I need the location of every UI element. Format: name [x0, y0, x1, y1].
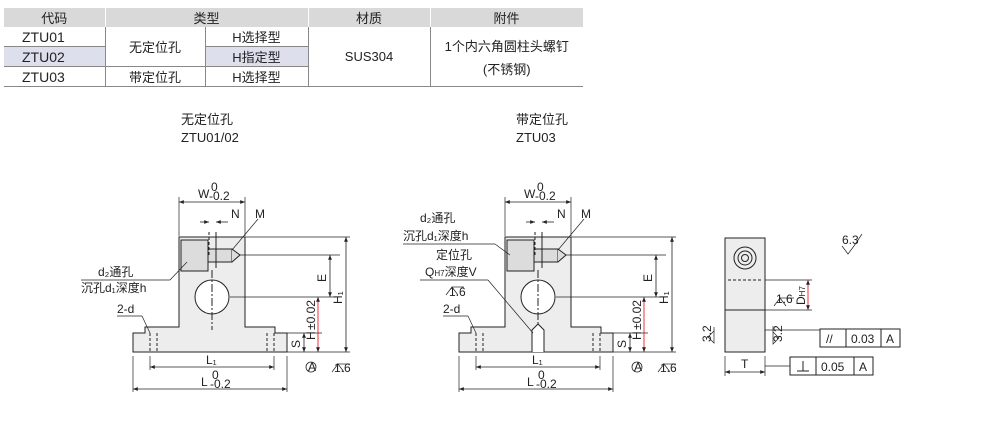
roughness: 1.6	[334, 361, 351, 375]
perpendicular-tolerance: 0.05	[821, 360, 845, 374]
svg-text:1.6: 1.6	[449, 285, 466, 299]
svg-text:H₁: H₁	[657, 291, 671, 304]
right-locating-hole	[531, 323, 545, 352]
svg-text:d₂通孔: d₂通孔	[420, 211, 455, 225]
table-row: ZTU01 无定位孔 H选择型 SUS304 1个内六角圆柱头螺钉 (不锈钢)	[4, 27, 583, 87]
svg-text:E: E	[641, 274, 655, 282]
subtype-cell: H选择型	[204, 66, 308, 87]
label-D: DH7	[794, 286, 808, 305]
svg-text:L₁: L₁	[532, 353, 543, 367]
accessory-line2: (不锈钢)	[482, 61, 531, 77]
left-screw-head	[180, 239, 209, 272]
label-H1: H₁	[331, 291, 345, 304]
label-S: S	[289, 340, 303, 348]
label-N: N	[231, 207, 240, 221]
svg-text:0: 0	[538, 368, 545, 382]
header-code: 代码	[4, 8, 106, 27]
side-top-block	[724, 237, 766, 311]
side-view	[707, 233, 901, 376]
parallel-tolerance: 0.03	[851, 332, 875, 346]
label-E: E	[315, 274, 329, 282]
right-screw-head	[506, 239, 535, 272]
header-type: 类型	[105, 8, 309, 27]
type-cell: 带定位孔	[104, 66, 205, 87]
parallel-frame	[819, 328, 901, 348]
left-caption-title: 无定位孔	[181, 112, 234, 127]
right-caption-codes: ZTU03	[516, 130, 556, 145]
svg-text:-0.2: -0.2	[536, 377, 557, 391]
parallel-symbol: //	[826, 332, 833, 346]
svg-text:W: W	[524, 187, 536, 201]
svg-text:N: N	[557, 207, 566, 221]
label-L: L	[201, 375, 208, 389]
svg-text:H: H	[630, 331, 644, 340]
side-view-labels: DH7 1.6 T 3.2 3.2 6.3 // 0.03 A 0.05 A	[700, 233, 894, 374]
svg-text:-0.2: -0.2	[210, 377, 231, 391]
svg-text:0: 0	[537, 180, 544, 194]
svg-text:M: M	[581, 207, 591, 221]
svg-text:2-d: 2-d	[443, 302, 460, 316]
svg-text:-0.2: -0.2	[535, 189, 556, 203]
right-caption-title: 带定位孔	[516, 112, 569, 127]
roughness-6.3: 6.3	[842, 233, 859, 247]
left-drawing-labels: W 0 -0.2 N M d₂通孔 沉孔d₁深度h 2-d E H₁ H ±0.…	[81, 180, 351, 391]
right-drawing	[403, 197, 676, 392]
label-Q: QH7深度V	[425, 264, 477, 279]
type-cell: 无定位孔	[104, 27, 205, 67]
table-row: ZTU02 H指定型	[4, 46, 583, 67]
subtype-cell: H选择型	[204, 27, 308, 47]
header-material: 材质	[308, 8, 431, 27]
code-cell: ZTU01	[4, 27, 105, 47]
right-drawing-labels: W 0 -0.2 N M d₂通孔 沉孔d₁深度h 定位孔 QH7深度V 1.6…	[403, 180, 677, 391]
left-caption: 无定位孔 ZTU01/02	[181, 111, 239, 147]
perpendicular-datum: A	[859, 360, 867, 374]
code-cell: ZTU02	[4, 46, 105, 67]
spec-table: 代码 类型 材质 附件 ZTU01 无定位孔 H选择型 SUS304 1个内六角…	[4, 8, 584, 87]
datum-A: A	[308, 360, 316, 374]
label-H: H	[304, 331, 318, 340]
svg-text:A: A	[634, 360, 642, 374]
svg-text:0: 0	[211, 180, 218, 194]
header-accessory: 附件	[430, 8, 584, 27]
svg-text:3.2: 3.2	[771, 325, 785, 342]
label-Q-title: 定位孔	[436, 247, 472, 262]
parallel-datum: A	[886, 332, 894, 346]
right-screw-shank	[533, 248, 559, 263]
label-2d: 2-d	[117, 302, 134, 316]
svg-text:1.6: 1.6	[776, 292, 793, 306]
label-d1: 沉孔d₁深度h	[81, 280, 146, 295]
svg-text:L: L	[527, 375, 534, 389]
label-d2: d₂通孔	[98, 265, 133, 279]
label-L1: L₁	[206, 353, 217, 367]
accessory-line1: 1个内六角圆柱头螺钉	[444, 38, 569, 54]
svg-text:±0.02: ±0.02	[304, 300, 318, 330]
table-row: ZTU03 带定位孔 H选择型	[4, 66, 583, 87]
left-caption-codes: ZTU01/02	[181, 130, 239, 145]
svg-text:0: 0	[212, 368, 219, 382]
label-T: T	[741, 357, 749, 371]
label-M: M	[255, 207, 265, 221]
subtype-cell: H指定型	[204, 46, 308, 67]
svg-text:3.2: 3.2	[700, 325, 714, 342]
side-lower-block	[724, 309, 766, 353]
right-caption: 带定位孔 ZTU03	[516, 111, 568, 147]
label-W: W	[198, 187, 210, 201]
accessory-cell: 1个内六角圆柱头螺钉 (不锈钢)	[429, 27, 583, 87]
svg-text:-0.2: -0.2	[209, 189, 230, 203]
left-drawing	[81, 197, 350, 392]
svg-text:沉孔d₁深度h: 沉孔d₁深度h	[403, 228, 468, 243]
code-cell: ZTU03	[4, 66, 105, 87]
svg-text:S: S	[615, 340, 629, 348]
material-cell: SUS304	[307, 27, 430, 87]
left-screw-shank	[207, 248, 233, 263]
svg-text:±0.02: ±0.02	[630, 300, 644, 330]
svg-text:1.6: 1.6	[660, 361, 677, 375]
table-header-row: 代码 类型 材质 附件	[4, 8, 584, 27]
perpendicular-frame	[789, 356, 874, 376]
